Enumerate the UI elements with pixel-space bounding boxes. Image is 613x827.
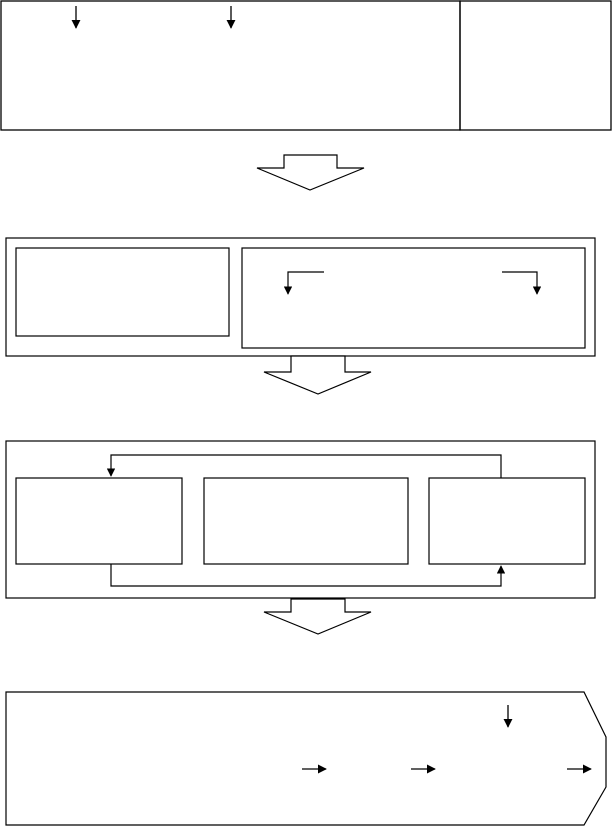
stage-2-panel bbox=[5, 237, 596, 357]
stage-2-elbow-arrow-left bbox=[283, 271, 324, 295]
stage-3-feedback-arrow-bottom bbox=[110, 564, 506, 587]
stage-3-left-box bbox=[15, 477, 183, 565]
down-block-arrow-2 bbox=[263, 355, 372, 395]
stage-3-feedback-arrow-top bbox=[106, 454, 502, 478]
down-block-arrow-3 bbox=[263, 598, 372, 635]
stage-1-panel bbox=[0, 0, 612, 131]
stage-3-outer-box bbox=[5, 440, 596, 599]
down-block-arrow-1 bbox=[256, 154, 365, 191]
stage-2-elbow-arrow-right bbox=[502, 271, 542, 295]
stage-4-chevron-box bbox=[5, 691, 607, 826]
stage-2-left-box bbox=[15, 247, 230, 337]
stage-3-right-box bbox=[428, 477, 586, 565]
stage-3-middle-box bbox=[203, 477, 409, 565]
stage-4-panel bbox=[5, 691, 607, 826]
stage-1-side-box bbox=[459, 0, 612, 131]
stage-2-outer-box bbox=[5, 237, 596, 357]
stage-3-panel bbox=[5, 440, 596, 599]
stage-2-right-box bbox=[241, 247, 586, 349]
